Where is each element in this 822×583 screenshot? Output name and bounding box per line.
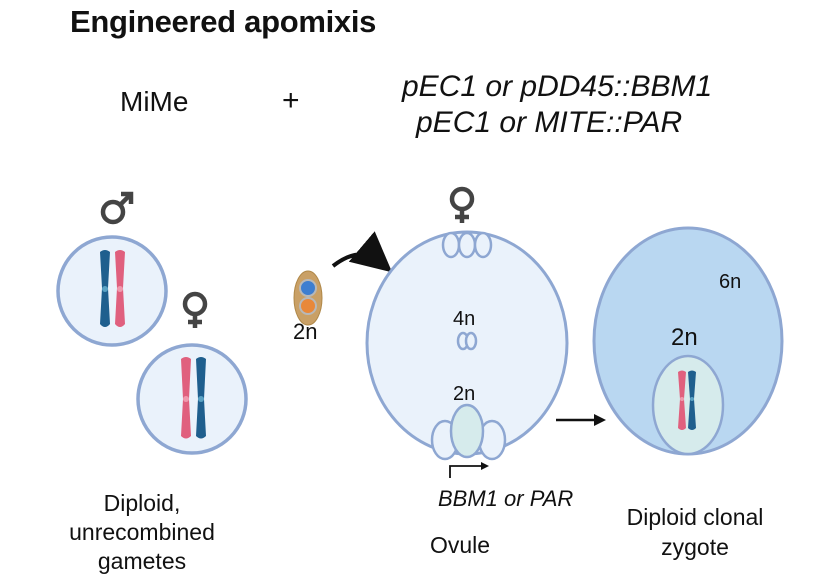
zygote-seed: [592, 226, 784, 456]
chromosome-pink: [181, 357, 191, 439]
embryo-cell: [651, 354, 725, 456]
antipodal-cells: [441, 231, 493, 259]
pollination-arrow: [331, 231, 393, 273]
caption-line: Diploid,: [103, 490, 181, 516]
development-arrow: [556, 414, 606, 426]
zygote-caption: Diploid clonal zygote: [600, 502, 790, 562]
ovule-cell: [365, 230, 569, 461]
chromosome-pink: [115, 250, 125, 327]
pollen-grain: [293, 270, 323, 326]
egg-cell-ploidy: 2n: [453, 383, 475, 405]
gametes-caption: Diploid, unrecombined gametes: [52, 489, 232, 576]
endosperm-ploidy: 6n: [719, 271, 741, 293]
central-cell-ploidy: 4n: [453, 308, 475, 330]
transgene-label: BBM1 or PAR: [438, 486, 574, 511]
pollen-ploidy: 2n: [293, 319, 317, 344]
caption-line: unrecombined: [69, 519, 215, 545]
promoter-construct-par: pEC1 or MITE::PAR: [416, 106, 683, 139]
egg-apparatus: [430, 403, 507, 461]
male-symbol-icon: [100, 191, 134, 225]
ovule-caption: Ovule: [429, 532, 491, 558]
plus-sign: +: [282, 84, 300, 117]
male-gamete-cell: [56, 235, 168, 347]
promoter-construct-bbm1: pEC1 or pDD45::BBM1: [402, 70, 713, 103]
embryo-ploidy: 2n: [671, 324, 698, 351]
mime-label: MiMe: [120, 86, 189, 117]
central-cell-nuclei: [456, 331, 478, 351]
chromosome-pink: [678, 370, 686, 430]
gene-promoter-arrow-icon: [449, 462, 489, 478]
caption-line: Diploid clonal: [626, 504, 764, 530]
ovule-female-symbol-icon: [449, 186, 475, 223]
figure-title: Engineered apomixis: [70, 4, 377, 39]
female-symbol-icon: [182, 291, 208, 328]
chromosome-blue: [100, 250, 110, 327]
egg-cell: [449, 403, 485, 459]
caption-line: gametes: [97, 548, 187, 574]
chromosome-blue: [196, 357, 206, 439]
female-gamete-cell: [136, 343, 248, 455]
chromosome-blue: [688, 370, 696, 430]
caption-line: zygote: [661, 534, 729, 560]
